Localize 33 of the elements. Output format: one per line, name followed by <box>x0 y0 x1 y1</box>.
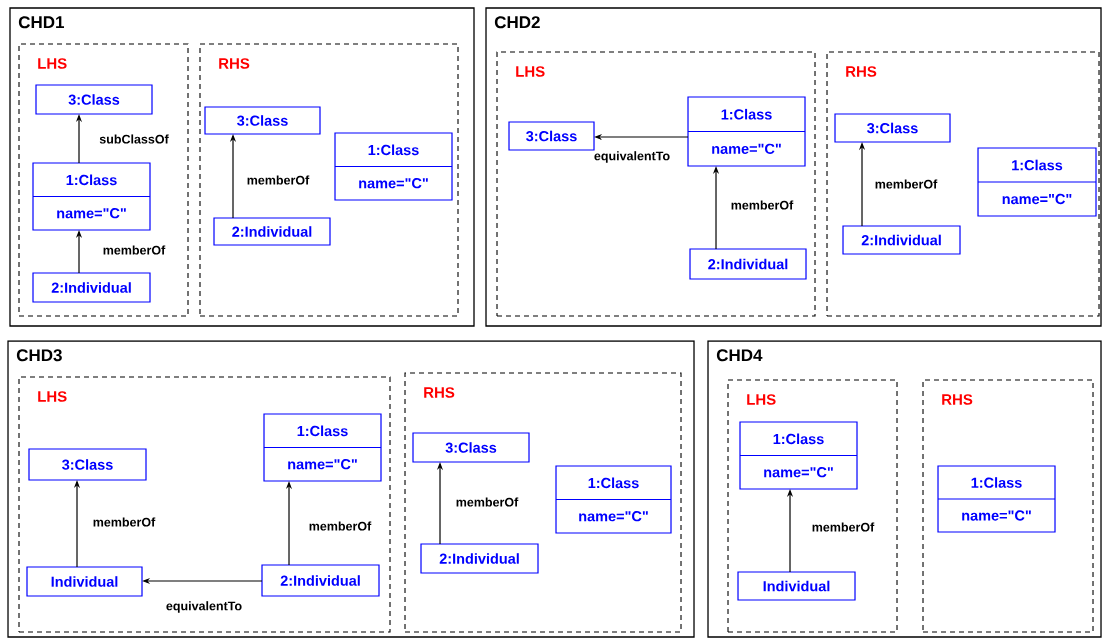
class-box: 2:Individual <box>261 564 380 597</box>
class-box: 1:Class name="C" <box>937 465 1056 533</box>
class-box: 1:Class name="C" <box>263 413 382 482</box>
class-box: 3:Class <box>834 113 951 143</box>
edge-label: memberOf <box>812 522 875 532</box>
class-box: 1:Class name="C" <box>687 96 806 167</box>
class-box: 2:Individual <box>32 272 151 303</box>
edge-label: memberOf <box>309 521 372 531</box>
class-box: 3:Class <box>412 432 530 463</box>
class-box: 1:Class name="C" <box>555 465 672 534</box>
class-box: Individual <box>26 566 143 597</box>
edge-label: equivalentTo <box>166 601 242 613</box>
class-box: 2:Individual <box>420 543 539 574</box>
class-box: 2:Individual <box>842 225 961 255</box>
class-box: 1:Class name="C" <box>739 421 858 490</box>
edge-label: memberOf <box>731 200 794 210</box>
class-box: 3:Class <box>204 106 321 135</box>
edge-label: memberOf <box>456 497 519 507</box>
class-box: 1:Class name="C" <box>334 132 453 201</box>
edge-label: subClassOf <box>99 134 169 144</box>
class-box: 3:Class <box>28 448 147 481</box>
edge-label: memberOf <box>875 179 938 189</box>
class-box: 1:Class name="C" <box>977 147 1097 217</box>
class-box: 2:Individual <box>689 248 807 280</box>
edge-label: equivalentTo <box>594 151 670 163</box>
edge-label: memberOf <box>103 245 166 255</box>
class-box: 1:Class name="C" <box>32 162 151 231</box>
edge-label: memberOf <box>247 175 310 185</box>
class-box: 3:Class <box>35 84 153 115</box>
class-box: Individual <box>737 571 856 601</box>
class-box: 2:Individual <box>213 217 331 246</box>
edge-label: memberOf <box>93 517 156 527</box>
class-box: 3:Class <box>508 121 595 151</box>
